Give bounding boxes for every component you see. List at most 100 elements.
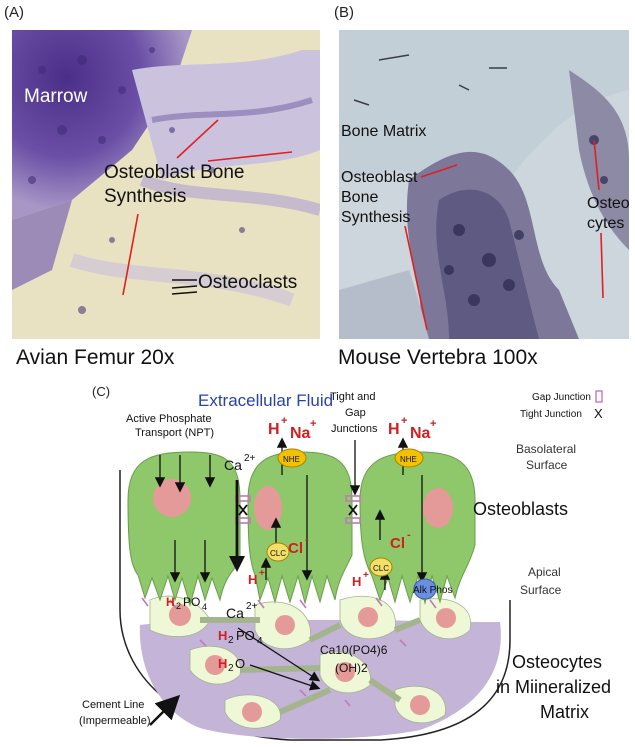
ion-h-apical-right-charge: + — [363, 570, 369, 581]
pointer-osteoclasts-2 — [172, 286, 197, 288]
ion-ca-apical-charge: 2+ — [246, 601, 258, 612]
osteocyte-network — [150, 596, 471, 728]
alkaline-phosphatase — [414, 579, 436, 599]
osteocytes-label-line2: in Miineralized — [496, 677, 611, 697]
mineralized-matrix — [140, 620, 501, 739]
pointer-osteocytes-1 — [594, 140, 599, 190]
pointer-osteocytes-2 — [601, 233, 603, 298]
ion-na-top-left-charge: + — [310, 418, 316, 430]
legend-tight-junction-label: Tight Junction — [520, 409, 582, 420]
pointer-b-synthesis-1 — [421, 165, 457, 177]
npt-label-line2: Transport (NPT) — [135, 427, 214, 439]
cement-line-label-line1: Cement Line — [82, 699, 144, 711]
cement-line-label-line2: (Impermeable) — [79, 715, 151, 727]
h2po4-cell-2: 2 — [176, 601, 181, 611]
label-b-synthesis-line3: Synthesis — [341, 209, 410, 226]
h2po4-matrix-h: H — [218, 628, 227, 643]
h2o-h: H — [218, 656, 227, 671]
ion-h-top-left-charge: + — [281, 415, 287, 427]
nhe-label-left: NHE — [283, 455, 300, 464]
osteoblast-nuclei — [153, 479, 453, 530]
nhe-transporter-left — [278, 449, 306, 467]
legend-tight-junction-symbol: X — [594, 406, 603, 421]
label-osteocytes-line1: Osteo — [587, 195, 629, 212]
pointer-b-synthesis-2 — [405, 226, 427, 330]
h2po4-cell-4: 4 — [202, 602, 207, 612]
tight-gap-label-line3: Junctions — [331, 423, 378, 435]
panel-c-label: (C) — [92, 384, 110, 399]
tight-gap-label-line2: Gap — [345, 407, 366, 419]
osteoblasts-label: Osteoblasts — [473, 499, 568, 519]
ion-na-top-right: Na — [410, 425, 431, 442]
gap-junctions — [142, 496, 436, 706]
transport-arrows — [150, 440, 422, 725]
ion-ca-apical: Ca — [226, 605, 244, 621]
osteocyte-nuclei — [169, 604, 456, 722]
legend-gap-junction-label: Gap Junction — [532, 392, 591, 403]
pointer-osteoclasts-3 — [172, 292, 197, 294]
label-osteoblast-synthesis-line2: Synthesis — [104, 186, 186, 207]
label-bone-matrix: Bone Matrix — [341, 123, 426, 140]
hydroxyapatite-line2: (OH)2 — [335, 661, 368, 675]
hydroxyapatite-line1: Ca10(PO4)6 — [320, 643, 388, 657]
ion-h-top-left: H — [268, 421, 280, 438]
ion-h-apical-left-charge: + — [259, 568, 265, 579]
ion-h-apical-left: H — [248, 572, 257, 587]
ion-cl-right-charge: - — [407, 529, 411, 541]
ion-na-top-left: Na — [290, 425, 311, 442]
clc-channel-right — [370, 558, 392, 576]
label-b-synthesis-line2: Bone — [341, 189, 378, 206]
ion-ca-basolateral-charge: 2+ — [244, 453, 256, 464]
ion-h-apical-right: H — [352, 574, 361, 589]
legend-gap-junction-symbol — [596, 391, 602, 402]
nhe-transporter-right — [395, 449, 423, 467]
pointer-synthesis-1 — [177, 120, 218, 158]
label-marrow: Marrow — [24, 86, 88, 107]
h2o-2: 2 — [228, 663, 234, 674]
nhe-label-right: NHE — [400, 455, 417, 464]
npt-label-line1: Active Phosphate — [126, 413, 212, 425]
pointer-synthesis-3 — [123, 214, 138, 295]
panel-a-overlay: Marrow Osteoblast Bone Synthesis Osteocl… — [12, 30, 320, 339]
basolateral-label-line2: Surface — [526, 458, 568, 472]
h2po4-cell-h: H — [166, 595, 175, 609]
ion-ca-basolateral: Ca — [224, 457, 242, 473]
ion-na-top-right-charge: + — [430, 418, 436, 430]
clc-label-right: CLC — [373, 564, 389, 573]
osteoblast-cells — [128, 452, 475, 605]
tight-gap-label-line1: Tight and — [330, 391, 375, 403]
ion-cl-left-charge: - — [305, 534, 309, 546]
pointer-synthesis-2 — [208, 152, 292, 161]
cement-line-outline — [120, 470, 510, 740]
label-osteoclasts: Osteoclasts — [198, 272, 297, 293]
clc-channel-left — [267, 543, 289, 561]
panel-b-overlay: Bone Matrix Osteoblast Bone Synthesis Os… — [339, 30, 629, 339]
osteocytes-label-line1: Osteocytes — [512, 652, 602, 672]
label-osteocytes-line2: cytes — [587, 215, 624, 232]
label-b-synthesis-line1: Osteoblast — [341, 169, 418, 186]
h2po4-matrix-4: 4 — [257, 636, 263, 647]
panel-a-caption: Avian Femur 20x — [16, 346, 174, 370]
ion-cl-right: Cl — [390, 535, 405, 552]
apical-label-line1: Apical — [528, 565, 561, 579]
avian-femur-micrograph: Marrow Osteoblast Bone Synthesis Osteocl… — [12, 30, 320, 339]
calcium-flux-arrow — [229, 480, 245, 572]
label-osteoblast-synthesis-line1: Osteoblast Bone — [104, 162, 244, 183]
tight-junction-marks — [239, 505, 357, 515]
panel-b-label: (B) — [334, 4, 354, 21]
panel-a-label: (A) — [4, 4, 24, 21]
panel-b-caption: Mouse Vertebra 100x — [338, 346, 538, 370]
basolateral-label-line1: Basolateral — [516, 442, 576, 456]
mouse-vertebra-micrograph: Bone Matrix Osteoblast Bone Synthesis Os… — [339, 30, 629, 339]
ion-h-top-right: H — [388, 421, 400, 438]
h2po4-cell-po: PO — [183, 595, 200, 609]
ion-cl-left: Cl — [288, 540, 303, 557]
osteocytes-label-line3: Matrix — [540, 702, 589, 722]
apical-label-line2: Surface — [520, 583, 562, 597]
h2po4-matrix-2: 2 — [228, 635, 234, 646]
h2po4-matrix-po: PO — [236, 628, 255, 643]
title-extracellular-fluid: Extracellular Fluid — [198, 391, 333, 410]
alk-phos-label: Alk Phos — [413, 585, 452, 596]
clc-label-left: CLC — [270, 549, 286, 558]
ion-h-top-right-charge: + — [401, 415, 407, 427]
